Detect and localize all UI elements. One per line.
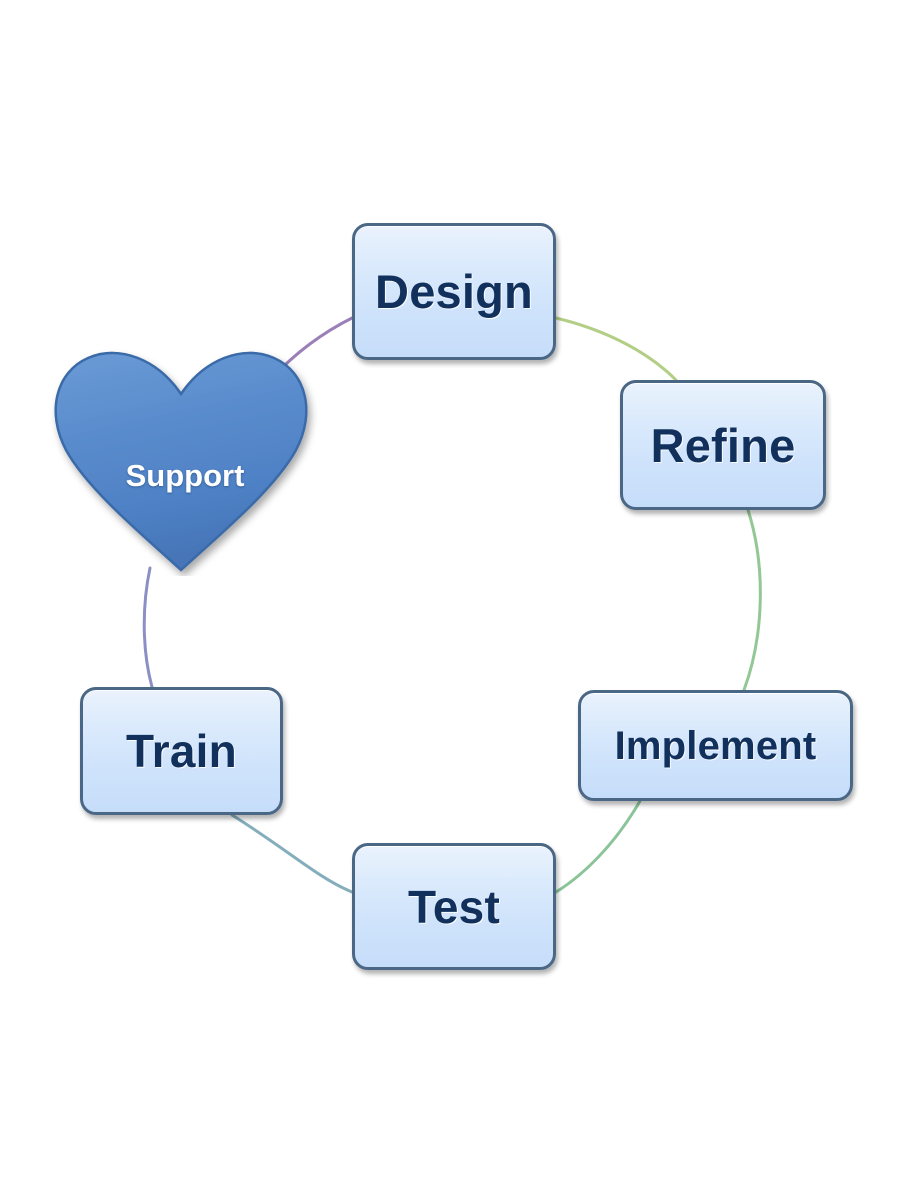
node-label-support: Support (125, 458, 245, 493)
connector-design-to-refine (554, 316, 678, 382)
node-label-implement: Implement (614, 723, 817, 768)
node-label-design: Design (375, 265, 533, 318)
node-label-refine: Refine (650, 418, 796, 472)
process-node-design[interactable]: Design (352, 223, 556, 360)
process-node-refine[interactable]: Refine (620, 380, 826, 510)
connector-refine-to-implement (742, 508, 762, 692)
node-label-train: Train (126, 725, 237, 777)
process-node-implement[interactable]: Implement (578, 690, 853, 801)
process-node-train[interactable]: Train (80, 687, 283, 815)
node-label-test: Test (408, 880, 500, 933)
process-node-support[interactable]: Support (48, 348, 318, 576)
connector-test-to-train (230, 813, 354, 894)
connector-train-to-support (142, 566, 154, 689)
connector-implement-to-test (554, 799, 642, 894)
heart-icon (54, 351, 308, 572)
process-node-test[interactable]: Test (352, 843, 556, 970)
